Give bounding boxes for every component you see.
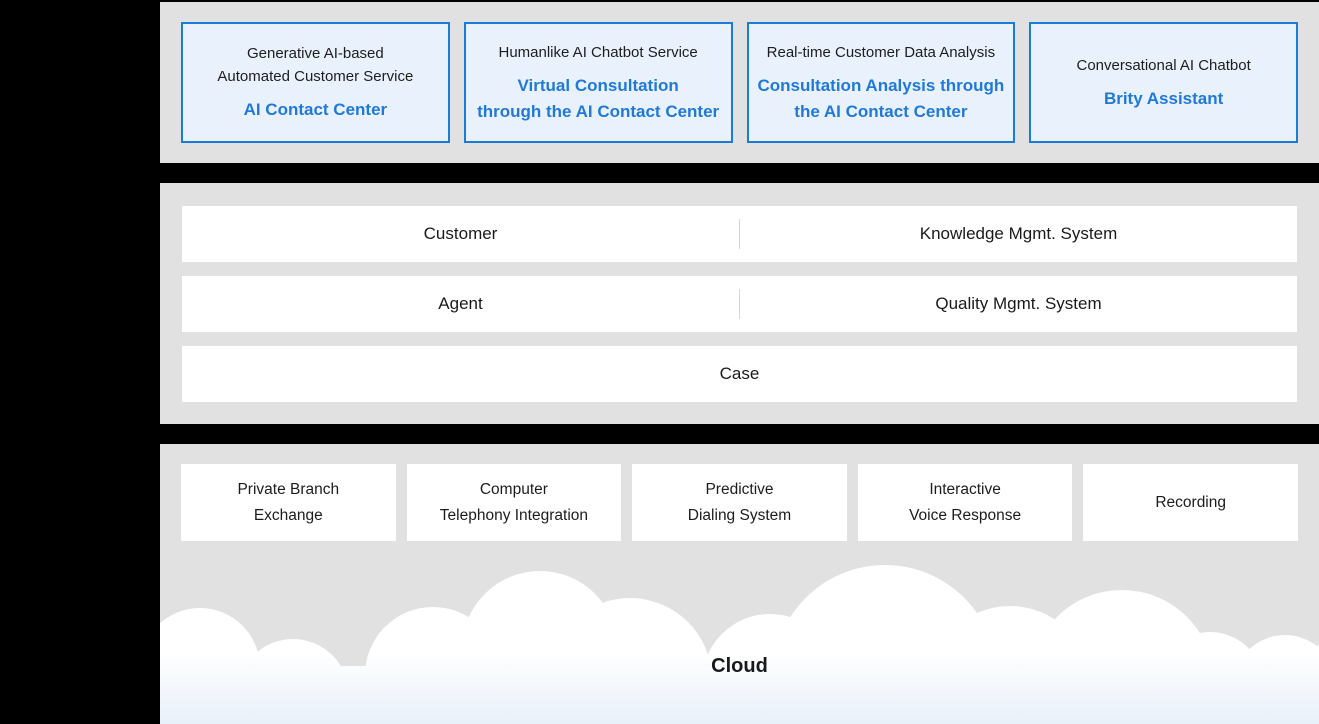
telephony-label-line: Computer [479, 480, 548, 498]
service-title-line: AI Contact Center [243, 100, 388, 119]
telephony-box-ivr: Interactive Voice Response [857, 464, 1073, 541]
service-subtitle-line: Humanlike AI Chatbot Service [498, 43, 698, 61]
service-subtitle-line: Real-time Customer Data Analysis [766, 43, 996, 61]
systems-row-agent-quality: Agent Quality Mgmt. System [182, 276, 1297, 332]
section-divider [160, 424, 1319, 444]
service-title-line: through the AI Contact Center [477, 101, 720, 121]
cloud-label: Cloud [711, 655, 768, 677]
service-title-line: Brity Assistant [1103, 88, 1224, 108]
service-title-line: Consultation Analysis through [757, 75, 1005, 95]
systems-section: Customer Knowledge Mgmt. System Agent Qu… [160, 183, 1319, 424]
telephony-label-line: Dialing System [687, 506, 792, 524]
telephony-label-line: Exchange [253, 506, 323, 524]
services-section: Generative AI-based Automated Customer S… [160, 2, 1319, 163]
system-box-quality-mgmt: Quality Mgmt. System [935, 294, 1102, 313]
service-title: Brity Assistant [1104, 86, 1223, 112]
service-title-line: Virtual Consultation [517, 75, 679, 95]
telephony-label-line: Private Branch [237, 480, 340, 498]
system-box-knowledge-mgmt: Knowledge Mgmt. System [919, 224, 1118, 243]
service-subtitle: Generative AI-based Automated Customer S… [217, 42, 413, 88]
vertical-divider [739, 289, 740, 319]
service-title: Consultation Analysis through the AI Con… [757, 73, 1004, 125]
service-subtitle: Humanlike AI Chatbot Service [498, 41, 697, 64]
telephony-box-recording: Recording [1083, 464, 1298, 541]
service-subtitle: Conversational AI Chatbot [1076, 54, 1250, 77]
service-subtitle-line: Automated Customer Service [217, 68, 414, 85]
telephony-label-line: Recording [1155, 493, 1226, 511]
system-box-case: Case [719, 364, 760, 383]
telephony-box-pbx: Private Branch Exchange [181, 464, 396, 541]
section-divider [160, 163, 1319, 183]
telephony-label-line: Predictive [705, 480, 774, 498]
service-card-consultation-analysis: Real-time Customer Data Analysis Consult… [746, 22, 1016, 143]
system-box-agent: Agent [438, 294, 483, 313]
systems-row-case: Case [182, 346, 1297, 402]
telephony-section: Private Branch Exchange Computer Telepho… [160, 444, 1319, 724]
telephony-box-cti: Computer Telephony Integration [406, 464, 622, 541]
telephony-label-line: Interactive [929, 480, 1001, 498]
service-card-brity-assistant: Conversational AI Chatbot Brity Assistan… [1029, 22, 1298, 143]
vertical-divider [739, 219, 740, 249]
telephony-label-line: Telephony Integration [439, 506, 588, 524]
service-card-ai-contact-center: Generative AI-based Automated Customer S… [181, 22, 450, 143]
service-subtitle-line: Conversational AI Chatbot [1076, 56, 1251, 74]
service-title: Virtual Consultation through the AI Cont… [477, 73, 719, 125]
service-subtitle-line: Generative AI-based [246, 45, 384, 62]
telephony-label-line: Voice Response [909, 506, 1022, 524]
aicc-architecture-diagram: Generative AI-based Automated Customer S… [160, 0, 1319, 724]
service-card-virtual-consultation: Humanlike AI Chatbot Service Virtual Con… [463, 22, 733, 143]
system-box-customer: Customer [423, 224, 498, 243]
service-title: AI Contact Center [244, 97, 388, 123]
service-title-line: the AI Contact Center [794, 101, 968, 121]
telephony-row: Private Branch Exchange Computer Telepho… [181, 464, 1298, 541]
service-subtitle: Real-time Customer Data Analysis [767, 41, 995, 64]
systems-row-customer-knowledge: Customer Knowledge Mgmt. System [182, 206, 1297, 262]
telephony-box-pds: Predictive Dialing System [632, 464, 847, 541]
cloud-shape [160, 565, 1319, 724]
